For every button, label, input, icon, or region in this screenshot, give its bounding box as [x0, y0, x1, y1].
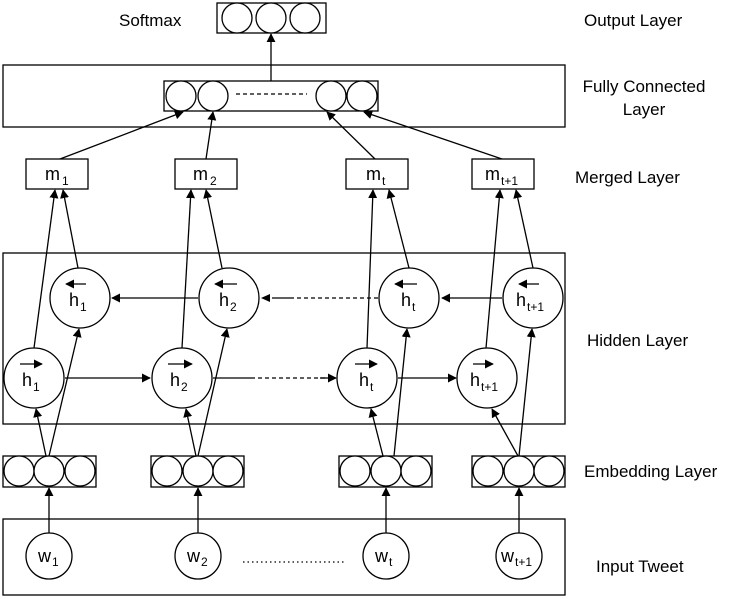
merged-node-m2-index: 2: [210, 174, 217, 188]
edge-embt1-to-fht1: [491, 408, 519, 457]
backward-hidden-node-2: h 2: [198, 267, 260, 329]
forward-hidden-node-t-index: t: [370, 380, 374, 394]
edge-emb1-to-bh1: [48, 328, 82, 457]
merged-node-mt1-index: t+1: [501, 174, 518, 188]
input-word-1-index: 1: [52, 555, 59, 569]
backward-hidden-node-t1-symbol: h: [516, 290, 526, 310]
hidden-layer-label: Hidden Layer: [587, 331, 688, 350]
backward-hidden-node-1: h 1: [49, 267, 111, 329]
forward-hidden-node-t-symbol: h: [359, 370, 369, 390]
backward-hidden-node-t-index: t: [412, 300, 416, 314]
edge-fh2-to-m2: [181, 189, 196, 349]
merged-layer-label: Merged Layer: [575, 168, 680, 187]
embedding-node-t: [338, 455, 433, 488]
embedding-node-t1: [471, 455, 566, 488]
forward-hidden-node-t: h t: [336, 347, 398, 409]
input-word-t: w t: [362, 532, 410, 580]
input-layer-box: [2, 518, 566, 596]
merged-node-m2-symbol: m: [193, 164, 208, 184]
backward-hidden-node-t1-index: t+1: [527, 300, 544, 314]
input-word-t-index: t: [389, 555, 393, 569]
embedding-node-2: [150, 455, 245, 488]
input-word-1: w 1: [25, 532, 73, 580]
backward-hidden-node-2-symbol: h: [219, 290, 229, 310]
merged-node-mt1: m t+1: [471, 158, 535, 190]
forward-hidden-node-1-symbol: h: [22, 370, 32, 390]
edge-fht1-to-mt1: [485, 189, 504, 349]
backward-hidden-node-1-index: 1: [80, 300, 87, 314]
input-word-t1-symbol: w: [500, 546, 515, 566]
merged-node-m1: m 1: [25, 158, 89, 190]
edge-mt1-to-fc: [363, 110, 503, 160]
embedding-node-1: [2, 455, 97, 488]
edge-fh1-to-m1: [33, 189, 59, 349]
edge-mt-to-fc: [326, 111, 376, 160]
forward-hidden-node-t1-index: t+1: [481, 380, 498, 394]
output-node-group: [216, 2, 327, 34]
merged-node-mt-symbol: m: [366, 164, 381, 184]
edge-bht-to-mt: [386, 189, 410, 269]
input-tweet-label: Input Tweet: [596, 557, 684, 576]
edge-emb2-to-bh2: [197, 328, 230, 457]
merged-node-m1-index: 1: [62, 174, 69, 188]
merged-node-mt-index: t: [382, 174, 386, 188]
backward-hidden-node-t: h t: [378, 267, 440, 329]
merged-node-mt: m t: [345, 158, 409, 190]
forward-hidden-node-t1: h t+1: [456, 347, 518, 409]
edge-bht-to-bh2-arrowhead: [261, 294, 270, 302]
input-word-1-symbol: w: [37, 546, 52, 566]
input-word-2: w 2: [174, 532, 222, 580]
merged-node-m1-symbol: m: [45, 164, 60, 184]
fully-connected-label-line1: Fully Connected: [583, 77, 706, 96]
edge-embt-to-bht: [393, 328, 411, 457]
forward-hidden-node-2-symbol: h: [170, 370, 180, 390]
backward-hidden-node-t1: h t+1: [502, 267, 564, 329]
merged-node-mt1-symbol: m: [485, 164, 500, 184]
forward-hidden-node-2-index: 2: [181, 380, 188, 394]
edge-emb1-to-fh1: [33, 408, 47, 457]
edge-m1-to-fc: [59, 110, 184, 160]
forward-hidden-node-1: h 1: [3, 347, 65, 409]
backward-hidden-node-t-symbol: h: [401, 290, 411, 310]
input-word-t-symbol: w: [374, 546, 389, 566]
fully-connected-label-line2: Layer: [623, 100, 666, 119]
backward-hidden-node-1-symbol: h: [69, 290, 79, 310]
edge-bh1-to-m1: [60, 189, 79, 269]
merged-node-m2: m 2: [174, 158, 238, 190]
forward-hidden-node-2: h 2: [151, 347, 213, 409]
input-word-t1-index: t+1: [515, 555, 532, 569]
edge-bht1-to-mt1: [513, 189, 534, 269]
input-word-2-index: 2: [201, 555, 208, 569]
edge-embt-to-fht: [368, 408, 384, 457]
softmax-label: Softmax: [119, 11, 182, 30]
output-layer-label: Output Layer: [584, 11, 683, 30]
input-word-t1: w t+1: [495, 532, 543, 580]
backward-hidden-node-2-index: 2: [230, 300, 237, 314]
embedding-layer-label: Embedding Layer: [584, 462, 718, 481]
edge-emb2-to-fh2: [183, 408, 197, 457]
edge-m2-to-fc: [205, 111, 217, 160]
input-word-2-symbol: w: [186, 546, 201, 566]
fully-connected-node-group: [163, 80, 379, 112]
forward-hidden-node-t1-symbol: h: [470, 370, 480, 390]
forward-hidden-node-1-index: 1: [33, 380, 40, 394]
edge-bh2-to-m2: [203, 189, 223, 269]
edge-fht-to-mt: [366, 189, 378, 349]
edge-embt1-to-bht1: [518, 328, 536, 457]
